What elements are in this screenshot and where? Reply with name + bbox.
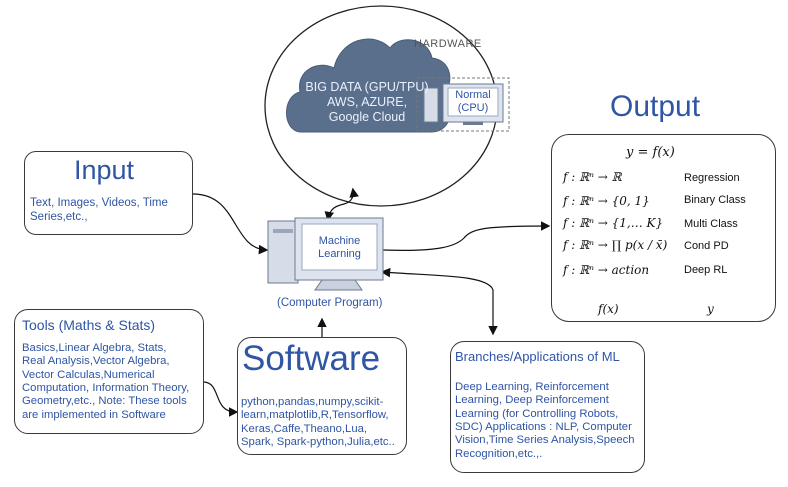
arrow-input-to-ml xyxy=(192,193,269,255)
output-row-1-label: Regression xyxy=(684,172,740,184)
input-box xyxy=(24,151,193,235)
cloud-line-3: Google Cloud xyxy=(328,109,406,124)
branches-line-1: Deep Learning, Reinforcement xyxy=(455,381,609,393)
cloud-line-2: AWS, AZURE, xyxy=(326,94,408,109)
brace-y-label: y xyxy=(707,302,714,316)
ml-monitor-base xyxy=(314,279,363,291)
tools-line-3: Vector Calculas,Numerical xyxy=(22,368,155,381)
tools-line-6: are implemented in Software xyxy=(22,408,166,421)
arrow-ml-branches xyxy=(380,267,498,336)
output-row-3-label: Multi Class xyxy=(684,218,738,230)
mini-cpu-tower xyxy=(423,87,439,123)
software-body: python,pandas,numpy,scikit- learn,matplo… xyxy=(241,396,395,449)
branches-line-2: Learning, Deep Reinforcement xyxy=(455,394,609,407)
tools-title: Tools (Maths & Stats) xyxy=(22,317,156,333)
mini-monitor-screen xyxy=(447,87,499,117)
branches-body: Deep Learning, Reinforcement Learning, D… xyxy=(455,381,635,461)
arrow-ml-to-output xyxy=(382,221,551,251)
cloud-text: BIG DATA (GPU/TPU) AWS, AZURE, Google Cl… xyxy=(292,80,442,124)
input-body: Text, Images, Videos, Time Series,etc., xyxy=(30,197,168,223)
normal-dashed-frame xyxy=(416,77,510,132)
normal-line-1: Normal xyxy=(455,89,491,101)
output-row-3-lhs: f : ℝⁿ → {1,… K} xyxy=(563,216,664,230)
output-row-5-label: Deep RL xyxy=(684,264,728,276)
output-row-2-label: Binary Class xyxy=(684,194,746,206)
input-title: Input xyxy=(74,155,135,185)
normal-line-2: (CPU) xyxy=(457,101,489,114)
ml-label: Machine Learning xyxy=(302,235,377,261)
branches-title: Branches/Applications of ML xyxy=(455,349,620,364)
normal-cpu-text: Normal (CPU) xyxy=(448,89,498,115)
output-row-4-lhs: f : ℝⁿ → ∏ p(x / x̄) xyxy=(563,238,668,252)
ml-label-line-2: Learning xyxy=(318,247,361,260)
software-line-3: Keras,Caffe,Theano,Lua, xyxy=(241,422,368,435)
brace-fx-label: f(x) xyxy=(598,302,619,316)
software-line-4: Spark, Spark-python,Julia,etc.. xyxy=(241,435,395,448)
output-formula: y = f(x) xyxy=(626,145,675,160)
ml-caption: (Computer Program) xyxy=(277,297,383,309)
output-row-2-lhs: f : ℝⁿ → {0, 1} xyxy=(563,194,650,208)
cloud-line-1: BIG DATA (GPU/TPU) xyxy=(305,80,429,94)
tools-line-2: Real Analysis,Vector Algebra, xyxy=(22,355,170,368)
output-row-5-lhs: f : ℝⁿ → action xyxy=(563,263,650,277)
output-box xyxy=(551,134,776,322)
branches-line-5: Vision,Time Series Analysis,Speech xyxy=(455,434,635,447)
software-line-2: learn,matplotlib,R,Tensorflow, xyxy=(241,409,389,422)
ml-cpu-slot xyxy=(273,229,293,233)
tools-line-5: Geometry,etc., Note: These tools xyxy=(22,395,187,408)
mini-monitor-stand xyxy=(463,122,483,125)
tools-body: Basics,Linear Algebra, Stats, Real Analy… xyxy=(22,342,189,422)
ml-label-line-1: Machine xyxy=(318,235,361,247)
software-line-1: python,pandas,numpy,scikit- xyxy=(241,396,384,408)
arrow-tools-to-software xyxy=(202,381,239,417)
output-row-4-label: Cond PD xyxy=(684,240,729,252)
branches-line-3: Learning (for Controlling Robots, xyxy=(455,407,619,420)
branches-box xyxy=(450,341,645,473)
arrow-ml-hardware xyxy=(324,187,359,222)
tools-line-4: Computation, Information Theory, xyxy=(22,381,190,394)
hardware-label: HARDWARE xyxy=(414,38,482,50)
output-title: Output xyxy=(610,90,701,123)
branches-line-4: SDC) Applications : NLP, Computer xyxy=(455,420,632,433)
ml-monitor-screen xyxy=(301,223,378,271)
tools-box xyxy=(14,309,204,434)
output-row-1-lhs: f : ℝⁿ → ℝ xyxy=(563,170,622,184)
software-title: Software xyxy=(242,339,381,378)
tools-line-1: Basics,Linear Algebra, Stats, xyxy=(22,342,167,354)
software-box xyxy=(237,337,407,455)
branches-line-6: Recognition,etc.,. xyxy=(455,447,543,460)
